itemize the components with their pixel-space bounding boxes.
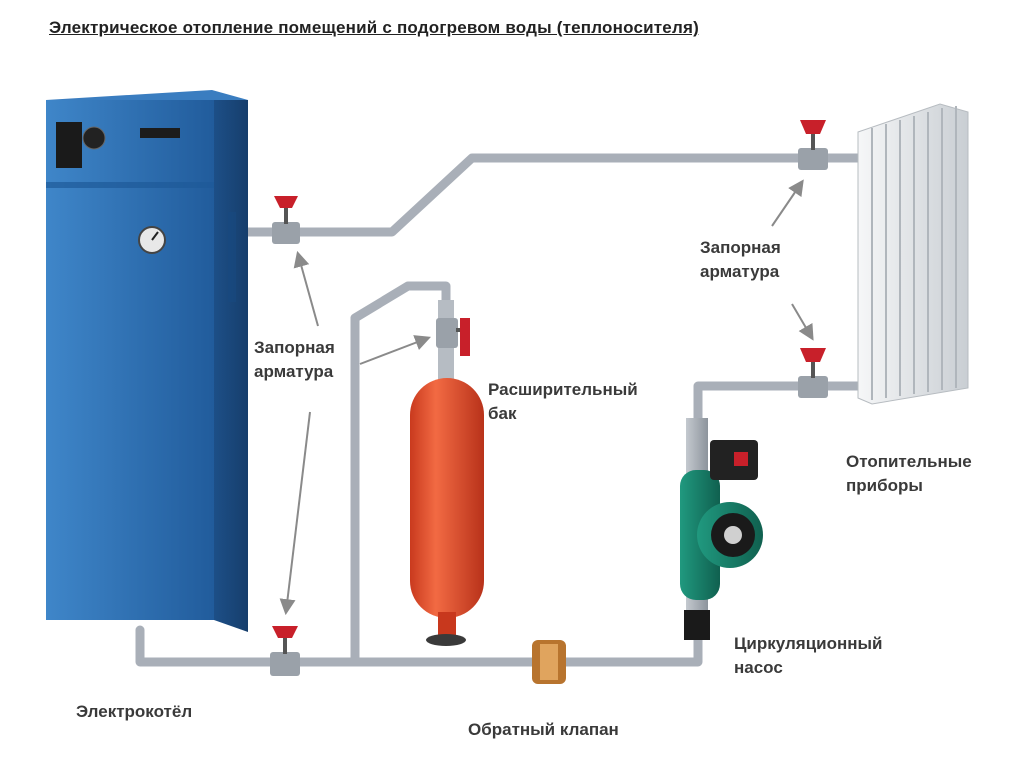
valve-handle-icon bbox=[800, 348, 826, 362]
radiator bbox=[857, 103, 969, 405]
valve-radiator-supply bbox=[798, 120, 828, 170]
circulation-pump bbox=[680, 418, 763, 640]
supply-pipe bbox=[223, 153, 865, 237]
arrow-to-tank-valve bbox=[359, 335, 431, 365]
expansion-tank bbox=[410, 300, 484, 646]
tank-branch-pipe bbox=[350, 281, 451, 667]
boiler-badge-icon bbox=[140, 128, 180, 138]
page-title: Электрическое отопление помещений с подо… bbox=[49, 18, 699, 37]
valve-handle-icon bbox=[800, 120, 826, 134]
valve-tank bbox=[436, 318, 470, 356]
arrow-to-supply-valve bbox=[293, 250, 319, 327]
return-pipe bbox=[135, 625, 703, 667]
label-valves-right: Запорная арматура bbox=[700, 238, 781, 281]
arrow-to-return-valve bbox=[279, 411, 311, 616]
boiler-knob-icon bbox=[82, 126, 106, 150]
label-circulation-pump: Циркуляционный насос bbox=[734, 634, 883, 677]
boiler-display-icon bbox=[56, 122, 82, 168]
radiator-return-pipe bbox=[693, 381, 865, 425]
valve-handle-icon bbox=[460, 318, 470, 356]
check-valve bbox=[532, 640, 566, 684]
electric-boiler bbox=[46, 90, 248, 632]
label-valves-left: Запорная арматура bbox=[254, 338, 335, 381]
valve-boiler-return bbox=[270, 626, 300, 676]
valve-handle-icon bbox=[272, 626, 298, 638]
label-check-valve: Обратный клапан bbox=[468, 720, 619, 739]
valve-handle-icon bbox=[274, 196, 298, 208]
label-boiler: Электрокотёл bbox=[76, 702, 193, 721]
valve-radiator-return bbox=[798, 348, 828, 398]
arrow-to-radiator-return-valve bbox=[791, 303, 814, 341]
valve-boiler-supply bbox=[272, 196, 300, 244]
label-radiators: Отопительные приборы bbox=[846, 452, 972, 495]
arrow-to-radiator-supply-valve bbox=[771, 179, 804, 227]
label-expansion-tank: Расширительный бак bbox=[488, 380, 638, 423]
pointer-arrows bbox=[279, 179, 814, 616]
